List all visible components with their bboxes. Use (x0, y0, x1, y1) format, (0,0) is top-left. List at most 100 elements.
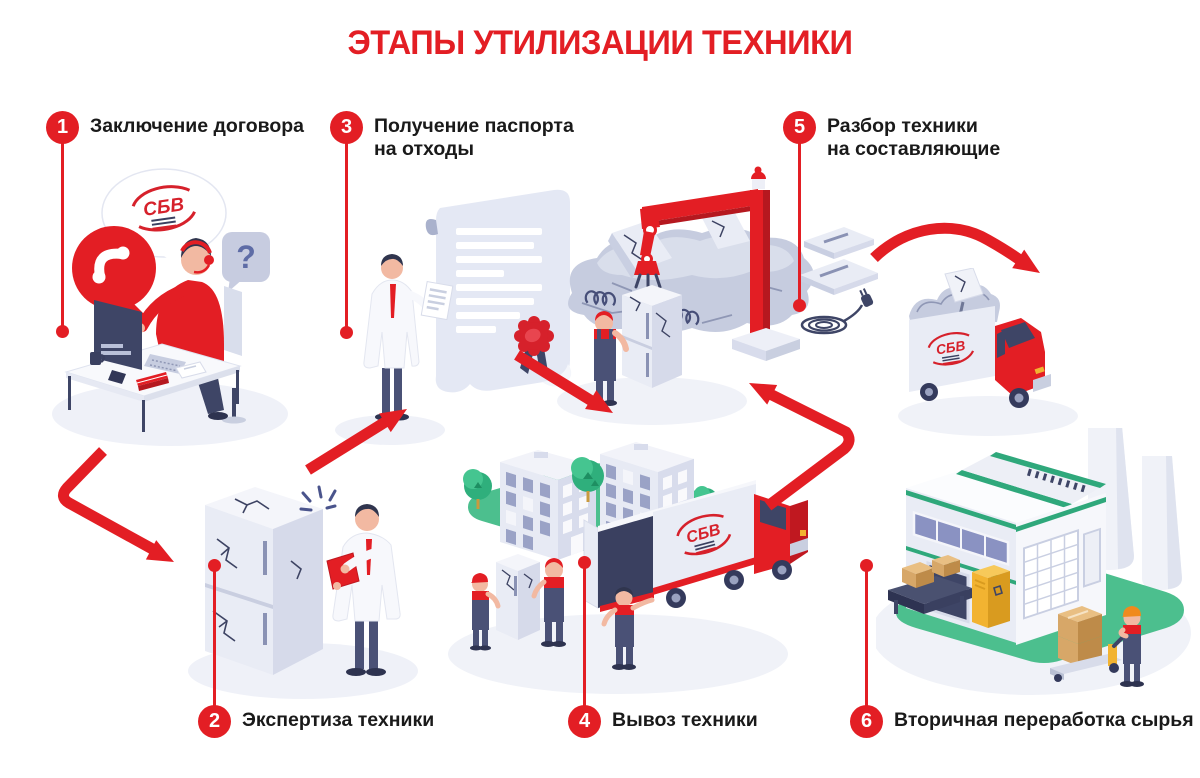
step-label-text: Вторичная переработка сырья (894, 709, 1194, 731)
desk (64, 343, 242, 432)
sbv-logo-icon: СБВ (131, 185, 196, 232)
gantry-crane (634, 166, 800, 361)
mover-worker-2 (531, 558, 566, 647)
sbv-logo-text: СБВ (935, 338, 967, 357)
step-label-text: Вывоз техники (612, 709, 758, 731)
red-books (136, 372, 169, 391)
factory-worker (1118, 606, 1144, 687)
small-document (420, 280, 454, 321)
mover-worker-1 (470, 573, 501, 651)
illustration-disassembly-scene (557, 166, 878, 425)
chimneys (1088, 428, 1182, 590)
yellow-recycling-cabinet (972, 565, 1010, 628)
broken-panel-2 (702, 211, 750, 249)
pallet-jack (1050, 630, 1130, 682)
broken-fridge (205, 487, 323, 675)
step-5-pin (798, 143, 801, 306)
step-number-badge: 3 (330, 111, 363, 144)
step-1-pin (61, 143, 64, 331)
question-bubble: ? (222, 232, 270, 292)
seal-icon (514, 316, 554, 374)
step-number-badge: 5 (783, 111, 816, 144)
illustration-expertise-scene (188, 485, 418, 699)
trees (463, 457, 718, 520)
loader-worker (601, 587, 655, 670)
step-6-pin-dot (860, 559, 873, 572)
step-number-badge: 2 (198, 705, 231, 738)
arrow-step4-to-step5 (749, 383, 855, 511)
inspector-person (326, 504, 401, 676)
step-label-text: Экспертиза техники (242, 709, 435, 731)
floor-shadow (557, 377, 747, 425)
step-3-pin-dot (340, 326, 353, 339)
dump-truck-body: СБВ (909, 306, 995, 392)
floor-shadow (52, 382, 288, 446)
sbv-logo-icon: СБВ (927, 332, 975, 366)
truck-wheels (666, 560, 792, 608)
illustration-contract-scene: СБВ ? (52, 168, 288, 446)
factory-building (906, 452, 1106, 645)
conveyor-box-2 (932, 555, 960, 577)
step-5-pin-dot (793, 299, 806, 312)
office-chair (222, 286, 246, 424)
step-2-pin (213, 565, 216, 706)
step-label-2: 2 Экспертиза техники (198, 705, 434, 738)
dump-truck-cab (995, 318, 1051, 396)
step-label-4: 4 Вывоз техники (568, 705, 758, 738)
stacked-boxes (1058, 606, 1102, 666)
step-1-pin-dot (56, 325, 69, 338)
crack-marks (212, 498, 302, 642)
tie (390, 284, 396, 318)
floor-shadow (898, 396, 1078, 436)
beacon-icon (751, 166, 766, 189)
arrow-step2-to-step3 (305, 409, 407, 475)
step-4-pin (583, 562, 586, 706)
cable-coil-icon (800, 288, 874, 335)
arrow-step1-to-step2 (58, 447, 174, 562)
headset-icon (180, 240, 214, 274)
illustration-factory-scene (876, 428, 1191, 695)
sbv-logo-icon: СБВ (676, 513, 732, 556)
spring-icon (584, 290, 616, 307)
step-label-1: 1 Заключение договора (46, 111, 304, 144)
conveyor-belt (888, 555, 972, 614)
dump-truck-wheels (920, 383, 1029, 408)
step-number-badge: 6 (850, 705, 883, 738)
arrow-step3-to-step4 (514, 350, 613, 413)
coffee-mug (90, 352, 106, 365)
step-6-pin (865, 565, 868, 706)
illustration-pickup-scene: СБВ (448, 442, 808, 694)
sbv-box-truck: СБВ (583, 480, 808, 612)
pallet-jack-worker (1050, 606, 1144, 687)
step-label-text: Заключение договора (90, 115, 305, 137)
conveyor-box-1 (902, 562, 934, 588)
illustration-scrap-truck: СБВ (898, 268, 1078, 436)
arrow-step5-to-step6 (870, 222, 1040, 273)
step-3-pin (345, 143, 348, 333)
step-label-6: 6 Вторичная переработка сырья (850, 705, 1194, 738)
document-text-lines (456, 228, 542, 333)
dismantled-panels (800, 227, 878, 295)
phone-icon (92, 246, 130, 284)
tablet (175, 361, 207, 379)
keyboard (144, 354, 186, 374)
truck-cab (754, 494, 808, 574)
monitor (94, 300, 142, 384)
step-2-pin-dot (208, 559, 221, 572)
factory-door (1083, 527, 1101, 588)
robot-arm (634, 207, 662, 292)
carried-fridge (496, 554, 540, 640)
step-number-badge: 4 (568, 705, 601, 738)
ecologist-person (363, 254, 454, 421)
step-4-pin-dot (578, 556, 591, 569)
page-title: ЭТАПЫ УТИЛИЗАЦИИ ТЕХНИКИ (347, 24, 853, 62)
step-number-badge: 1 (46, 111, 79, 144)
fridge-being-disassembled (622, 285, 682, 388)
question-mark-icon: ? (236, 239, 256, 275)
